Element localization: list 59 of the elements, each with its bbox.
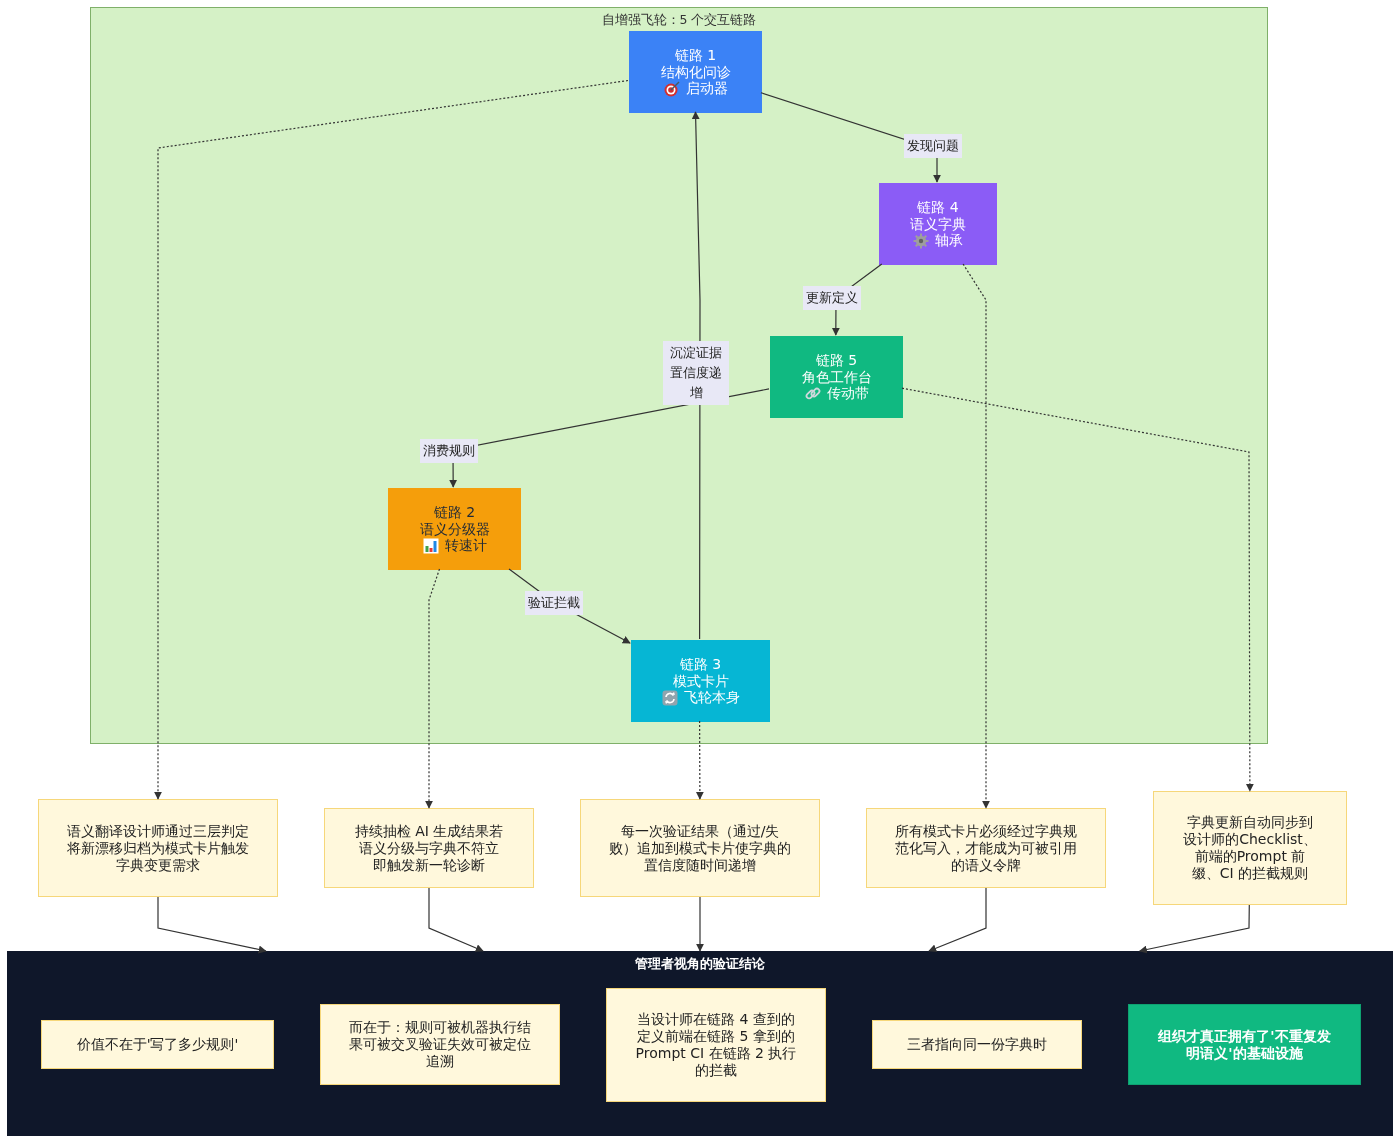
- note-text: 字典更新自动同步到设计师的Checklist、前端的Prompt 前缀、CI 的拦截规则: [1182, 814, 1318, 882]
- note-box: [580, 799, 820, 897]
- box-label: 轴承: [935, 232, 963, 249]
- note-box: [41, 1020, 274, 1069]
- note-box: [320, 1004, 560, 1085]
- note-box: [38, 799, 278, 897]
- note-box: [324, 808, 534, 888]
- panel-title: 管理者视角的验证结论: [635, 956, 765, 973]
- arrow: [428, 887, 484, 952]
- note-text: 所有模式卡片必须经过字典规范化写入，才能成为可被引用的语义令牌: [895, 822, 1077, 874]
- arrow: [696, 896, 704, 952]
- box-label: 传动带: [826, 385, 869, 402]
- box-label: 启动器: [685, 80, 728, 97]
- box-label: 结构化问诊: [660, 63, 731, 81]
- note-text: 语义翻译设计师通过三层判定将新漂移归档为模式卡片触发字典变更需求: [67, 822, 249, 874]
- box-title: 链路 2: [433, 504, 476, 521]
- process-box: [631, 640, 770, 722]
- dotted-arrow: [695, 720, 704, 800]
- edge-label: 更新定义: [803, 286, 861, 310]
- note-text: 持续抽检 AI 生成结果若语义分级与字典不符立即触发新一轮诊断: [353, 822, 505, 874]
- arrow: [157, 896, 267, 954]
- dotted-arrow: [425, 568, 441, 809]
- note-box: [866, 808, 1106, 888]
- box-label: 语义字典: [910, 215, 966, 233]
- note-box: [872, 1020, 1082, 1069]
- note-text: 三者指向同一份字典时: [907, 1036, 1047, 1053]
- box-title: 链路 5: [815, 352, 858, 369]
- panel-title: 自增强飞轮：5 个交互链路: [601, 12, 757, 29]
- group-panel: [7, 951, 1393, 1136]
- note-text: 当设计师在链路 4 查到的定义前端在链路 5 拿到的 Prompt CI 在链路 2 执行的拦截: [635, 1011, 797, 1079]
- box-label: 转速计: [444, 537, 487, 554]
- dotted-arrow: [154, 79, 629, 800]
- note-text: 价值不在于'写了多少规则': [76, 1036, 239, 1053]
- edge-label: 验证拦截: [525, 591, 583, 615]
- box-title: 链路 4: [917, 199, 959, 216]
- edge-label: 消费规则: [420, 439, 478, 463]
- arrow: [1138, 904, 1250, 954]
- note-box: [1153, 791, 1347, 905]
- edge-label: 发现问题: [904, 134, 962, 158]
- conclusion-box: [1128, 1004, 1361, 1085]
- dotted-arrow: [901, 387, 1254, 792]
- process-box: [629, 31, 762, 113]
- process-box: [388, 488, 521, 570]
- edge-label: 沉淀证据置信度递增: [663, 341, 729, 405]
- box-label: 角色工作台: [801, 368, 872, 386]
- process-box: [770, 336, 903, 418]
- box-label: 飞轮本身: [683, 689, 740, 706]
- box-title: 链路 1: [674, 47, 717, 64]
- note-box: [606, 988, 826, 1102]
- box-label: 模式卡片: [672, 672, 729, 690]
- box-title: 链路 3: [679, 656, 722, 673]
- group-panel: [90, 7, 1268, 744]
- process-box: [879, 183, 997, 265]
- note-text: 而在于：规则可被机器执行结果可被交叉验证失效可被定位追溯: [349, 1019, 531, 1070]
- box-label: 语义分级器: [419, 520, 490, 538]
- note-text: 每一次验证结果（通过/失败）追加到模式卡片使字典的置信度随时间递增: [609, 822, 791, 874]
- dotted-arrow: [962, 263, 990, 809]
- note-text: 组织才真正拥有了'不重复发明语义'的基础设施: [1157, 1027, 1332, 1062]
- arrow: [928, 887, 987, 952]
